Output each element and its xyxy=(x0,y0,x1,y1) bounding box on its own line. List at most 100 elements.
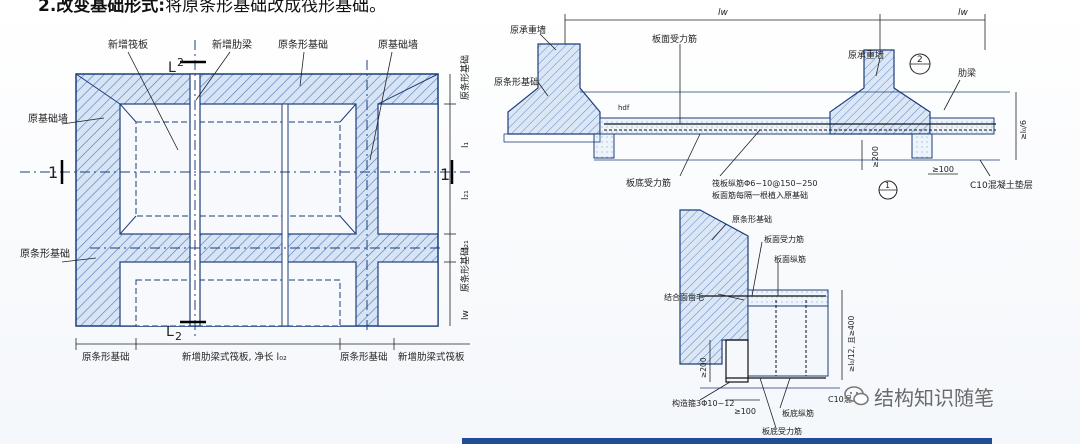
section1-label-top-bar: 板面受力筋 xyxy=(652,33,697,45)
section-2-bottom-mark: L xyxy=(166,324,174,340)
section1-label-bot-bar: 板底受力筋 xyxy=(626,177,671,189)
section2-label-bot-bar: 板底受力筋 xyxy=(762,426,802,436)
wechat-icon xyxy=(844,386,869,406)
section2-label-bot-dist: 板底纵筋 xyxy=(782,408,814,418)
plan-view: 新增筏板 新增肋梁 原条形基础 原基础墙 原基础墙 原条形基础 1 1 L 2 … xyxy=(20,38,471,363)
leader-line xyxy=(127,51,179,151)
section2-label-top-bar: 板面受力筋 xyxy=(764,234,804,244)
section1-label-orig-strip: 原条形基础 xyxy=(494,76,539,88)
leader-line xyxy=(979,159,991,177)
section1-raft-slab xyxy=(599,117,831,135)
section-1-right-label: 1 xyxy=(440,165,450,184)
label-orig-strip-top: 原条形基础 xyxy=(278,38,328,51)
section1-raft-slab-right xyxy=(929,117,995,135)
leader-line xyxy=(759,377,777,429)
section1-dim-200: ≥200 xyxy=(871,146,880,168)
marker-2: 2 xyxy=(917,55,923,65)
section1-label-cushion: C10混凝土垫层 xyxy=(970,179,1033,191)
section-1-view: lw lw 2 xyxy=(494,8,1033,200)
leader-line xyxy=(943,79,961,111)
section2-label-orig-strip: 原条形基础 xyxy=(732,214,772,224)
section1-left-footing xyxy=(507,43,601,135)
label-orig-wall-left: 原基础墙 xyxy=(28,112,68,125)
leader-line xyxy=(875,57,881,77)
leader-line xyxy=(61,117,105,125)
section1-rib-right xyxy=(911,133,933,159)
section1-dim-h: ≥l₀/6 xyxy=(1019,120,1028,140)
section2-label-top-dist: 板面纵筋 xyxy=(774,254,806,264)
section1-label-dist: 筏板纵筋Φ6~10@150~250 xyxy=(712,178,818,188)
section1-label-dist2: 板面筋每隔一根植入原基础 xyxy=(712,190,808,200)
leader-line xyxy=(195,51,231,101)
section-2-view: 原条形基础 板面受力筋 板面纵筋 结合面凿毛 ≥l₀/12, 且≥400 ≥20… xyxy=(664,209,856,436)
section-2-top-label: 2 xyxy=(177,56,184,69)
section2-label-200: ≥200 xyxy=(699,357,708,378)
watermark-text: 结构知识随笔 xyxy=(874,386,994,410)
section1-dim-hdf: hdf xyxy=(618,104,630,112)
leader-line xyxy=(717,293,745,301)
leader-line xyxy=(699,381,731,401)
bottom-label-4: 新增肋梁式筏板 xyxy=(398,351,465,363)
section2-orig-strip xyxy=(679,209,749,365)
section1-label-orig-wall-l: 原承重墙 xyxy=(510,24,546,36)
chamfer-line xyxy=(339,215,357,235)
plan-cell-2 xyxy=(377,103,439,235)
plan-cell-1-inner xyxy=(135,121,341,217)
section1-label-orig-wall-r: 原承重墙 xyxy=(848,49,884,61)
leader-line xyxy=(711,223,727,241)
leader-line xyxy=(539,33,557,51)
plan-rib-vertical-2 xyxy=(281,103,289,327)
plan-cell-3-inner xyxy=(135,279,341,327)
heading-text: 将原条形基础改成筏形基础。 xyxy=(165,0,387,16)
section2-slab xyxy=(747,289,829,307)
right-label-4: 原条形基础 xyxy=(459,247,471,292)
right-label-6: lw xyxy=(461,310,471,320)
page-heading: 2.改变基础形式:将原条形基础改成筏形基础。 xyxy=(38,0,386,16)
bottom-label-2: 新增肋梁式筏板, 净长 l₀₂ xyxy=(182,351,287,363)
right-label-5: l₂₁ xyxy=(461,240,471,250)
chamfer-line xyxy=(377,73,439,105)
section1-rib-left xyxy=(593,133,615,159)
right-label-3: l₁ xyxy=(461,141,471,148)
leader-line xyxy=(679,133,701,177)
chamfer-line xyxy=(119,103,137,123)
heading-bold: 2.改变基础形式: xyxy=(38,0,166,16)
section-1-left-label: 1 xyxy=(48,163,58,182)
section1-label-rib: 肋梁 xyxy=(958,67,976,79)
right-label-1: 原条形基础 xyxy=(459,55,471,100)
label-new-raft: 新增筏板 xyxy=(108,38,148,51)
label-orig-wall-top: 原基础墙 xyxy=(378,38,418,51)
section1-dim-100: ≥100 xyxy=(932,165,954,174)
bottom-label-3: 原条形基础 xyxy=(340,351,388,363)
section2-label-c10: C10混 xyxy=(828,395,852,404)
leader-line xyxy=(751,241,763,297)
section1-cushion xyxy=(503,133,601,143)
leader-line xyxy=(779,377,791,409)
section2-label-100: ≥100 xyxy=(734,407,756,416)
section-2-top-mark: L xyxy=(168,60,176,76)
section2-label-stirrup: 构造箍3Φ10~12 xyxy=(672,398,734,408)
dim-lw-1: lw xyxy=(718,8,729,18)
section2-label-dim-h: ≥l₀/12, 且≥400 xyxy=(847,315,856,372)
section2-stirrup xyxy=(725,339,749,383)
dim-lw-2: lw xyxy=(958,8,969,18)
leader-line xyxy=(369,51,393,161)
leader-line xyxy=(719,129,761,177)
bottom-accent-bar xyxy=(462,438,992,444)
leader-line xyxy=(537,81,549,97)
section-2-bottom-label: 2 xyxy=(175,330,182,343)
chamfer-line xyxy=(75,73,121,105)
section2-rib xyxy=(747,305,829,377)
section2-label-rough: 结合面凿毛 xyxy=(664,292,704,302)
leader-line xyxy=(61,257,97,263)
label-new-rib: 新增肋梁 xyxy=(212,38,252,51)
leader-line xyxy=(299,51,305,87)
plan-cell-4 xyxy=(377,261,439,327)
chamfer-line xyxy=(339,103,357,123)
marker-1: 1 xyxy=(885,181,890,190)
chamfer-line xyxy=(119,215,137,235)
right-label-2: l₂₁ xyxy=(461,190,471,200)
bottom-label-1: 原条形基础 xyxy=(82,351,130,363)
label-orig-strip-left: 原条形基础 xyxy=(20,247,70,260)
